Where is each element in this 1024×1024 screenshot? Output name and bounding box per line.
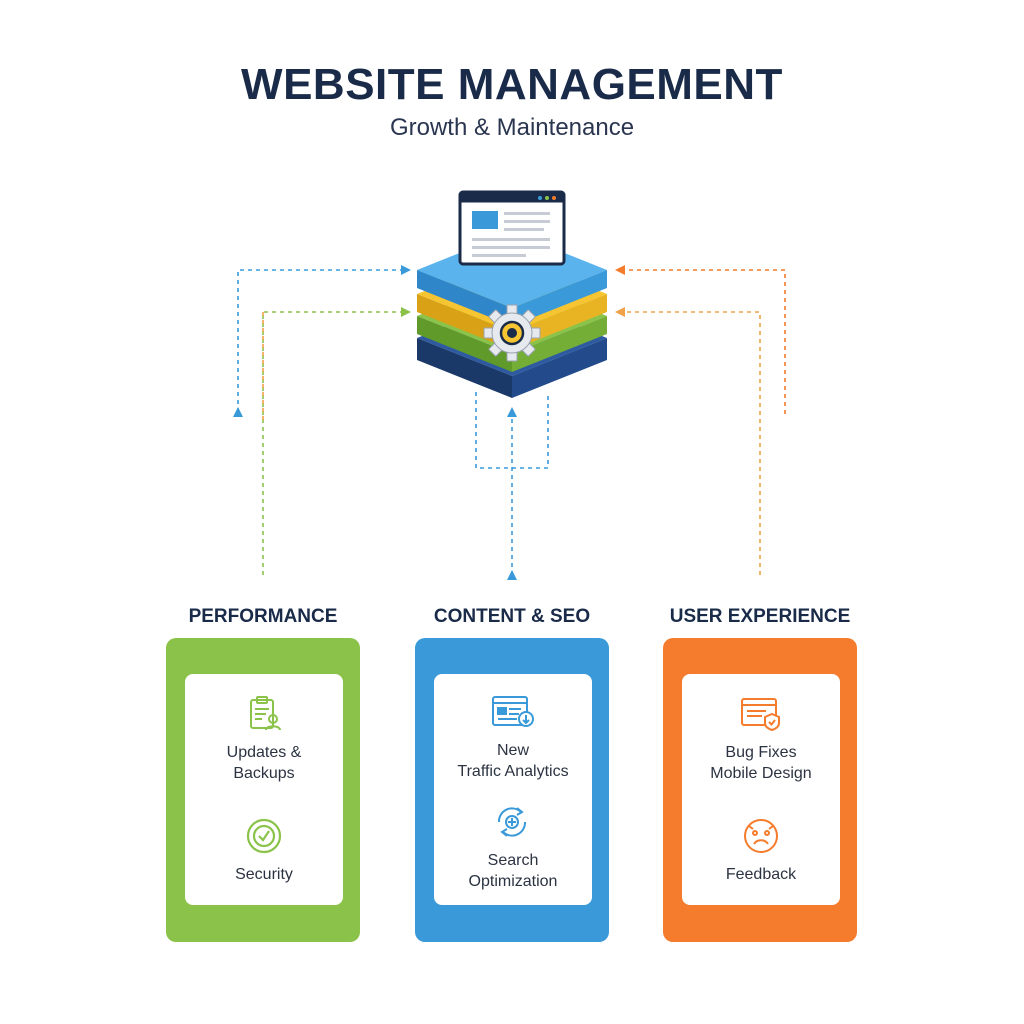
item-label: Security bbox=[235, 866, 293, 883]
page-title: WEBSITE MANAGEMENT bbox=[241, 60, 783, 109]
item-label: Updates & Backups bbox=[226, 744, 302, 782]
connector-left-green bbox=[262, 307, 411, 575]
column-heading-user-experience: USER EXPERIENCE bbox=[669, 606, 851, 627]
item-label: Bug Fixes Mobile Design bbox=[710, 744, 812, 782]
item-label: New Traffic Analytics bbox=[457, 742, 569, 780]
card-content-seo: New Traffic Analytics Search Optimizatio… bbox=[415, 638, 609, 942]
column-heading-performance: PERFORMANCE bbox=[188, 606, 338, 627]
item-label: Search Optimization bbox=[468, 852, 558, 890]
gear-icon bbox=[483, 304, 541, 362]
item-label: Feedback bbox=[725, 866, 797, 883]
card-user-experience: Bug Fixes Mobile Design Feedback bbox=[663, 638, 857, 942]
connector-right-ltorange bbox=[615, 307, 761, 575]
item-search-optimization: Search Optimization bbox=[434, 802, 592, 892]
card-user-experience-panel: Bug Fixes Mobile Design Feedback bbox=[682, 674, 840, 905]
browser-window-icon bbox=[458, 190, 566, 266]
column-heading-content-seo: CONTENT & SEO bbox=[433, 606, 591, 627]
card-content-seo-panel: New Traffic Analytics Search Optimizatio… bbox=[434, 674, 592, 905]
item-updates-backups: Updates & Backups bbox=[185, 694, 343, 784]
card-performance-panel: Updates & Backups Security bbox=[185, 674, 343, 905]
shield-check-icon bbox=[246, 818, 282, 854]
item-feedback: Feedback bbox=[682, 816, 840, 885]
search-refresh-icon bbox=[497, 807, 527, 837]
card-performance: Updates & Backups Security bbox=[166, 638, 360, 942]
browser-analytics-icon bbox=[492, 696, 534, 727]
clipboard-user-icon bbox=[250, 696, 281, 731]
item-security: Security bbox=[185, 816, 343, 885]
item-bug-fixes: Bug Fixes Mobile Design bbox=[682, 694, 840, 784]
connector-lines bbox=[233, 265, 786, 580]
page-subtitle: Growth & Maintenance bbox=[389, 114, 635, 141]
feedback-face-icon bbox=[744, 819, 778, 853]
browser-shield-icon bbox=[741, 698, 780, 732]
connector-right-orange bbox=[615, 265, 786, 414]
item-traffic-analytics: New Traffic Analytics bbox=[434, 692, 592, 782]
